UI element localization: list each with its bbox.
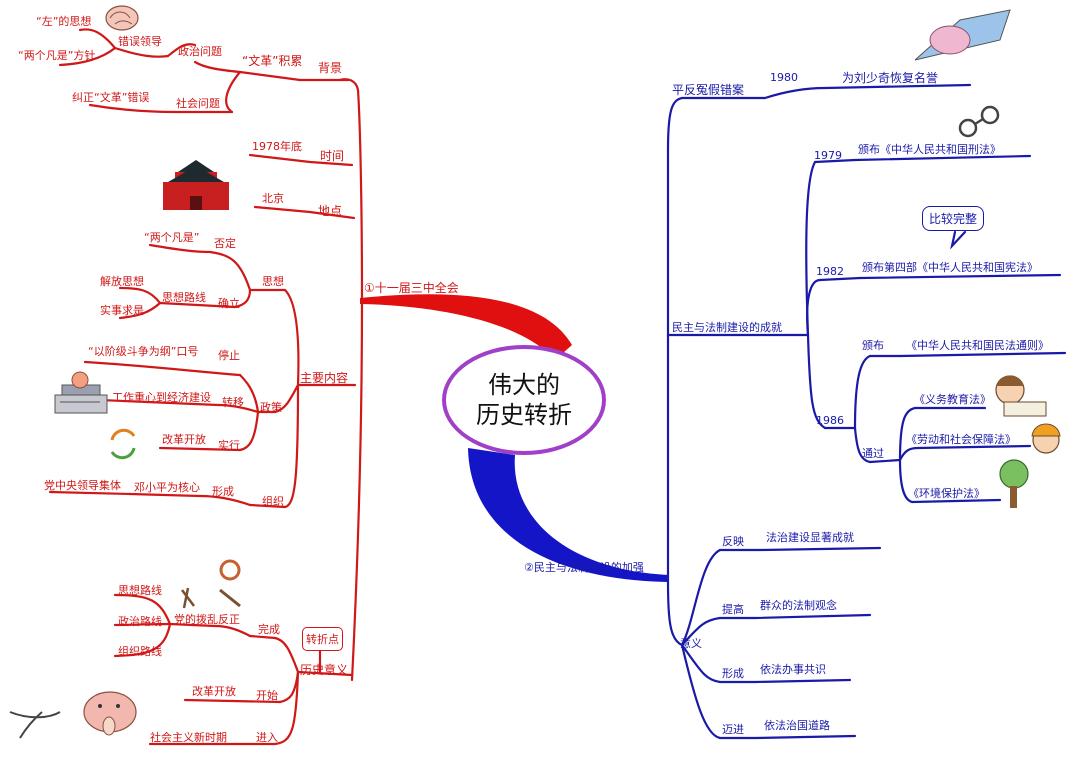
- node-bring-order[interactable]: 党的拨乱反正: [174, 613, 240, 626]
- node-place[interactable]: 地点: [318, 204, 343, 218]
- tiananmen-icon: [163, 160, 229, 210]
- central-topic-line2: 历史转折: [476, 401, 572, 429]
- node-compulsory-education[interactable]: 《义务教育法》: [914, 393, 991, 406]
- node-policy[interactable]: 政策: [260, 401, 282, 414]
- node-background[interactable]: 背景: [318, 61, 343, 75]
- node-social-issues[interactable]: 社会问题: [176, 97, 220, 110]
- node-turning-point[interactable]: 转折点: [302, 627, 343, 651]
- node-historical-significance[interactable]: 历史意义: [300, 663, 349, 677]
- node-civil-law[interactable]: 《中华人民共和国民法通则》: [906, 339, 1049, 352]
- node-ideo-line[interactable]: 思想路线: [118, 584, 162, 597]
- node-year-1986[interactable]: 1986: [816, 414, 844, 427]
- node-organizational-line[interactable]: 组织路线: [118, 645, 162, 658]
- brain-icon: [105, 5, 139, 31]
- node-advance[interactable]: 迈进: [722, 723, 744, 736]
- central-topic[interactable]: 伟大的 历史转折: [442, 345, 606, 455]
- node-economic-focus[interactable]: 工作重心到经济建设: [112, 391, 211, 404]
- node-year-1980[interactable]: 1980: [770, 71, 798, 84]
- node-reform-opening[interactable]: 改革开放: [162, 433, 206, 446]
- node-criminal-law[interactable]: 颁布《中华人民共和国刑法》: [858, 143, 1001, 156]
- node-reflect[interactable]: 反映: [722, 535, 744, 548]
- node-new-era[interactable]: 社会主义新时期: [150, 731, 227, 744]
- bubble-comprehensive: 比较完整: [922, 206, 985, 231]
- tools-icon: [181, 587, 195, 609]
- node-pass[interactable]: 通过: [862, 447, 884, 460]
- node-implement[interactable]: 实行: [218, 439, 240, 452]
- node-shift[interactable]: 转移: [222, 396, 244, 409]
- handcuffs-icon: [958, 105, 1000, 138]
- node-negate[interactable]: 否定: [214, 237, 236, 250]
- node-place-value[interactable]: 北京: [262, 192, 284, 205]
- tree-icon: [999, 459, 1029, 508]
- node-improve-value[interactable]: 群众的法制观念: [760, 599, 837, 612]
- node-significance[interactable]: 意义: [680, 637, 702, 650]
- node-deng-core[interactable]: 邓小平为核心: [134, 481, 200, 494]
- node-year-1982[interactable]: 1982: [816, 265, 844, 278]
- worker-helmet-icon: [1031, 423, 1061, 454]
- node-correct-errors[interactable]: 纠正“文革”错误: [72, 91, 150, 104]
- bow-icon: [9, 711, 61, 739]
- node-liu-shaoqi[interactable]: 为刘少奇恢复名誉: [842, 71, 939, 85]
- refresh-arrows-icon: [110, 428, 136, 460]
- node-advance-value[interactable]: 依法治国道路: [764, 719, 830, 732]
- node-promulgate[interactable]: 颁布: [862, 339, 884, 352]
- node-cultural-revolution[interactable]: “文革”积累: [242, 54, 303, 68]
- node-begin[interactable]: 开始: [256, 689, 278, 702]
- branch-third-plenum[interactable]: ①十一届三中全会: [364, 281, 459, 295]
- node-two-whatevers[interactable]: “两个凡是”: [144, 231, 200, 244]
- typewriter-icon: [54, 371, 108, 414]
- node-seek-truth[interactable]: 实事求是: [100, 304, 144, 317]
- magnet-icon: [219, 559, 241, 608]
- node-reflect-value[interactable]: 法治建设显著成就: [766, 531, 854, 544]
- node-wrong-leadership[interactable]: 错误领导: [118, 35, 162, 48]
- node-environment-law[interactable]: 《环境保护法》: [908, 487, 985, 500]
- node-year-1979[interactable]: 1979: [814, 149, 842, 162]
- node-constitution[interactable]: 颁布第四部《中华人民共和国宪法》: [862, 261, 1038, 274]
- node-establish[interactable]: 确立: [218, 297, 240, 310]
- node-ideological-line[interactable]: 思想路线: [162, 291, 206, 304]
- node-complete[interactable]: 完成: [258, 623, 280, 636]
- node-two-whatevers-policy[interactable]: “两个凡是”方针: [18, 49, 96, 62]
- left-main-branch: [360, 294, 572, 360]
- node-thought[interactable]: 思想: [262, 275, 284, 288]
- branch-rule-of-law[interactable]: ②民主与法制建设的加强: [524, 561, 644, 574]
- node-class-struggle[interactable]: “以阶级斗争为纲”口号: [88, 345, 199, 358]
- node-emancipate-mind[interactable]: 解放思想: [100, 275, 144, 288]
- node-time[interactable]: 时间: [320, 149, 345, 163]
- node-political-issues[interactable]: 政治问题: [178, 45, 222, 58]
- node-political-line[interactable]: 政治路线: [118, 615, 162, 628]
- piggy-icon: [83, 691, 137, 736]
- node-form[interactable]: 形成: [212, 485, 234, 498]
- node-leftist-thought[interactable]: “左”的思想: [36, 15, 92, 28]
- node-improve[interactable]: 提高: [722, 603, 744, 616]
- node-time-value[interactable]: 1978年底: [252, 140, 302, 153]
- central-topic-line1: 伟大的: [488, 371, 560, 399]
- boy-reading-icon: [995, 375, 1047, 417]
- node-main-content[interactable]: 主要内容: [300, 371, 349, 385]
- node-enter[interactable]: 进入: [256, 731, 278, 744]
- node-rehabilitate[interactable]: 平反冤假错案: [672, 83, 745, 97]
- node-reform-opening-2[interactable]: 改革开放: [192, 685, 236, 698]
- node-labor-law[interactable]: 《劳动和社会保障法》: [906, 433, 1016, 446]
- node-form-consensus[interactable]: 形成: [722, 667, 744, 680]
- hand-eraser-icon: [914, 9, 1011, 61]
- right-main-branch: [468, 448, 668, 582]
- node-form-value[interactable]: 依法办事共识: [760, 663, 826, 676]
- node-central-leadership[interactable]: 党中央领导集体: [44, 479, 121, 492]
- node-achievements[interactable]: 民主与法制建设的成就: [672, 321, 782, 334]
- node-stop[interactable]: 停止: [218, 349, 240, 362]
- node-organization[interactable]: 组织: [262, 495, 284, 508]
